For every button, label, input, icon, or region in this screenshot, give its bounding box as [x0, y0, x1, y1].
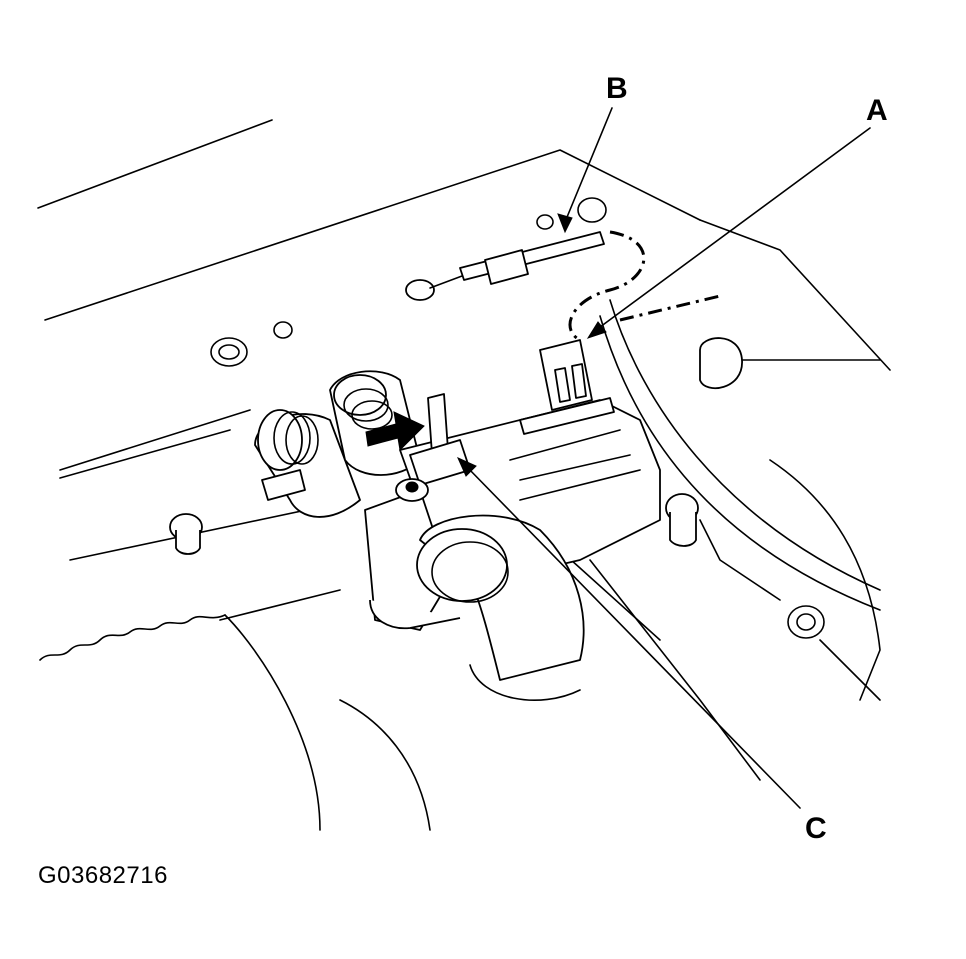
- right-mount-bolt: [665, 493, 699, 547]
- callout-label-a: A: [866, 94, 888, 127]
- lower-hose: [416, 514, 585, 701]
- direction-arrow-icon: [365, 411, 425, 452]
- sensor-cable-b: [405, 230, 646, 342]
- right-harness: [599, 294, 881, 611]
- figure-id: G03682716: [38, 862, 168, 889]
- callout-label-b: B: [606, 72, 628, 105]
- retaining-clip-c: [395, 393, 471, 502]
- coolant-hose-assembly: [254, 370, 421, 518]
- leader-lines: [457, 107, 871, 809]
- body-bolt-holes: [210, 197, 825, 639]
- left-mount-bolt: [169, 513, 203, 555]
- connector-a: [519, 339, 615, 435]
- callout-label-c: C: [805, 812, 827, 845]
- lower-left-panel: [39, 614, 431, 831]
